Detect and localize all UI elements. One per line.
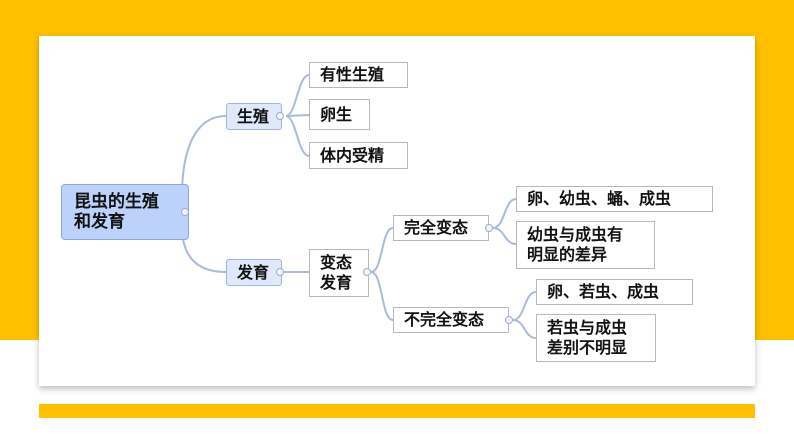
bottom-color-bar	[39, 404, 755, 418]
link-repro-oviparous	[285, 114, 310, 117]
leaf-internal-fertilization[interactable]: 体内受精	[309, 142, 408, 169]
link-repro-internal	[285, 115, 310, 157]
branch-reproduction[interactable]: 生殖	[226, 103, 282, 130]
leaf-oviparous[interactable]: 卵生	[309, 99, 370, 130]
link-complete-stages	[492, 198, 517, 229]
link-meta-complete	[370, 227, 394, 273]
link-incomplete-note	[512, 319, 537, 339]
leaf-incomplete-stages[interactable]: 卵、若虫、成虫	[536, 279, 693, 305]
root-line-1: 昆虫的生殖	[74, 192, 159, 212]
leaf-incomplete-difference[interactable]: 若虫与成虫 差别不明显	[536, 314, 656, 362]
branch-development[interactable]: 发育	[226, 259, 282, 286]
link-root-reproduction	[181, 115, 227, 197]
collapse-toggle-icon[interactable]	[505, 316, 513, 324]
node-metamorphosis[interactable]: 变态 发育	[309, 249, 369, 297]
link-complete-note	[492, 227, 517, 245]
root-line-2: 和发育	[74, 212, 125, 232]
link-meta-incomplete	[370, 271, 394, 321]
leaf-complete-difference[interactable]: 幼虫与成虫有 明显的差异	[516, 221, 655, 269]
collapse-toggle-icon[interactable]	[276, 112, 284, 120]
collapse-toggle-icon[interactable]	[276, 268, 284, 276]
collapse-toggle-icon[interactable]	[181, 208, 189, 216]
root-node[interactable]: 昆虫的生殖 和发育	[61, 184, 189, 240]
leaf-sexual-reproduction[interactable]: 有性生殖	[309, 62, 408, 88]
node-complete-metamorphosis[interactable]: 完全变态	[393, 215, 489, 241]
node-incomplete-metamorphosis[interactable]: 不完全变态	[393, 307, 509, 333]
collapse-toggle-icon[interactable]	[363, 268, 371, 276]
leaf-complete-stages[interactable]: 卵、幼虫、蛹、成虫	[516, 186, 713, 212]
link-repro-sexual	[285, 74, 310, 117]
link-incomplete-stages	[512, 291, 537, 321]
collapse-toggle-icon[interactable]	[485, 224, 493, 232]
